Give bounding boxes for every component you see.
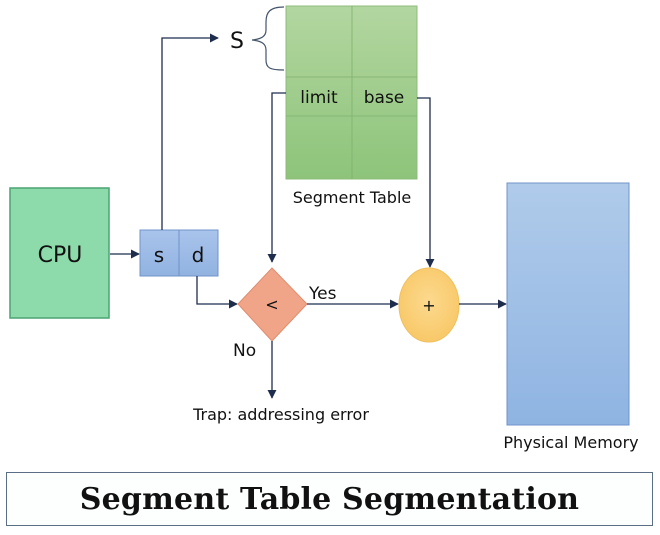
segment-table-caption: Segment Table [293, 188, 411, 207]
segment-pointer-label: S [230, 29, 244, 54]
adder-symbol: + [422, 296, 435, 315]
physical-memory-block [506, 182, 630, 426]
brace-icon [251, 6, 285, 71]
physical-memory-label: Physical Memory [503, 433, 638, 452]
caption-box: Segment Table Segmentation [6, 472, 653, 526]
segment-number-label: s [154, 243, 164, 267]
cpu-label: CPU [38, 243, 83, 268]
base-to-adder-arrow [417, 97, 435, 268]
base-column-label: base [364, 88, 405, 108]
segment-to-table-arrow [161, 33, 219, 230]
limit-to-comparator-arrow [267, 92, 286, 263]
comparator-diamond: < [237, 267, 308, 342]
yes-label: Yes [308, 284, 337, 304]
no-label: No [233, 341, 256, 361]
logical-address: s d [139, 229, 219, 277]
comparator-symbol: < [265, 295, 278, 314]
segmentation-diagram: CPU s d S limit base Segment Table < Yes… [9, 5, 639, 452]
offset-label: d [192, 243, 205, 267]
segment-table: limit base [285, 5, 418, 180]
trap-label: Trap: addressing error [192, 405, 369, 424]
offset-to-comparator-arrow [196, 276, 238, 309]
adder-circle: + [398, 267, 460, 343]
cpu-box: CPU [9, 187, 110, 319]
diagram-title: Segment Table Segmentation [79, 481, 580, 517]
limit-column-label: limit [300, 88, 338, 108]
